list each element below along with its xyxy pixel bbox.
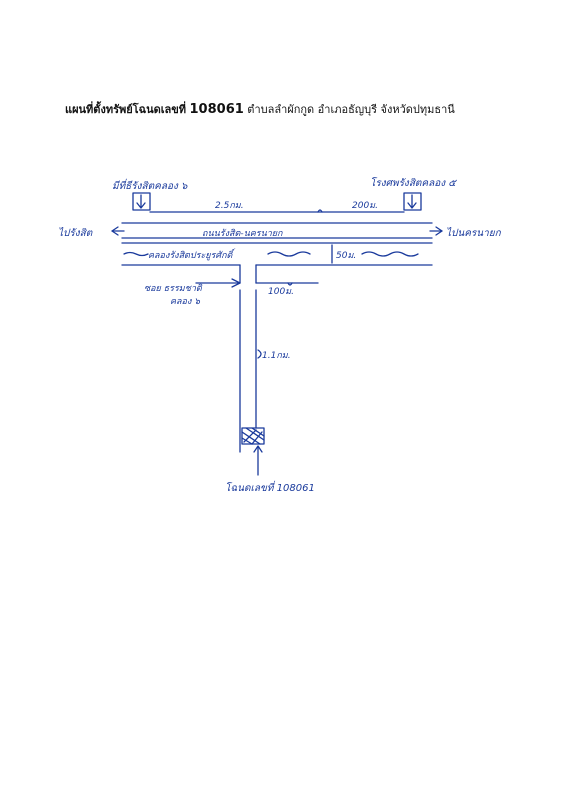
road-name-label: ถนนรังสิต-นครนายก	[202, 228, 283, 239]
parcel-hatch-3	[251, 427, 265, 437]
left-arrowhead	[111, 226, 119, 236]
dist-top-right-label: 200ม.	[352, 201, 378, 211]
left-landmark-label: มีที่ธีรังสิตคลอง ๖	[112, 178, 188, 192]
to-right-label: ไปนครนายก	[446, 227, 502, 239]
canal-width-label: 50ม.	[336, 251, 356, 261]
soi-down-brace	[257, 349, 262, 359]
distance-tick	[317, 209, 323, 213]
parcel-pointer-head	[253, 445, 263, 453]
canal-wave-mid	[267, 251, 311, 257]
right-landmark-label: โรงศพรังสิตคลอง ๕	[370, 177, 457, 189]
dist-soi-label: 100ม.	[268, 287, 294, 297]
left-landmark-box	[132, 192, 151, 211]
title-location: ตำบลลำผักกูด อำเภอธัญบุรี จังหวัดปทุมธาน…	[247, 103, 455, 116]
title-deed-number: 108061	[189, 102, 244, 117]
right-landmark-arrowhead	[407, 202, 417, 209]
to-left-label: ไปรังสิต	[58, 227, 93, 239]
parcel-hatch-2	[245, 427, 265, 441]
right-landmark-box	[403, 192, 422, 211]
soi-name-line2: คลอง ๖	[170, 297, 201, 307]
left-landmark-arrowhead	[136, 202, 146, 209]
dist-top-left-label: 2.5กม.	[215, 201, 244, 211]
canal-wave-right	[361, 251, 419, 257]
soi-distance-tick	[287, 282, 293, 286]
parcel-label: โฉนดเลขที่ 108061	[225, 480, 315, 494]
parcel-hatch-1	[241, 431, 261, 445]
soi-entry-arrow	[231, 278, 241, 288]
parcel-hatch-5	[243, 429, 257, 443]
soi-name-line1: ซอย ธรรมชาติ	[144, 283, 203, 294]
page-title: แผนที่ตั้งทรัพย์โฉนดเลขที่ 108061 ตำบลลำ…	[65, 100, 455, 118]
canal-wave-left	[123, 251, 149, 257]
title-prefix: แผนที่ตั้งทรัพย์โฉนดเลขที่	[65, 103, 187, 116]
parcel-hatch-4	[241, 437, 253, 445]
dist-down-label: 1.1กม.	[262, 351, 291, 361]
parcel-hatch-6	[251, 431, 263, 445]
right-arrowhead	[435, 226, 443, 236]
canal-name-label: คลองรังสิตประยูรศักดิ์	[148, 248, 236, 261]
